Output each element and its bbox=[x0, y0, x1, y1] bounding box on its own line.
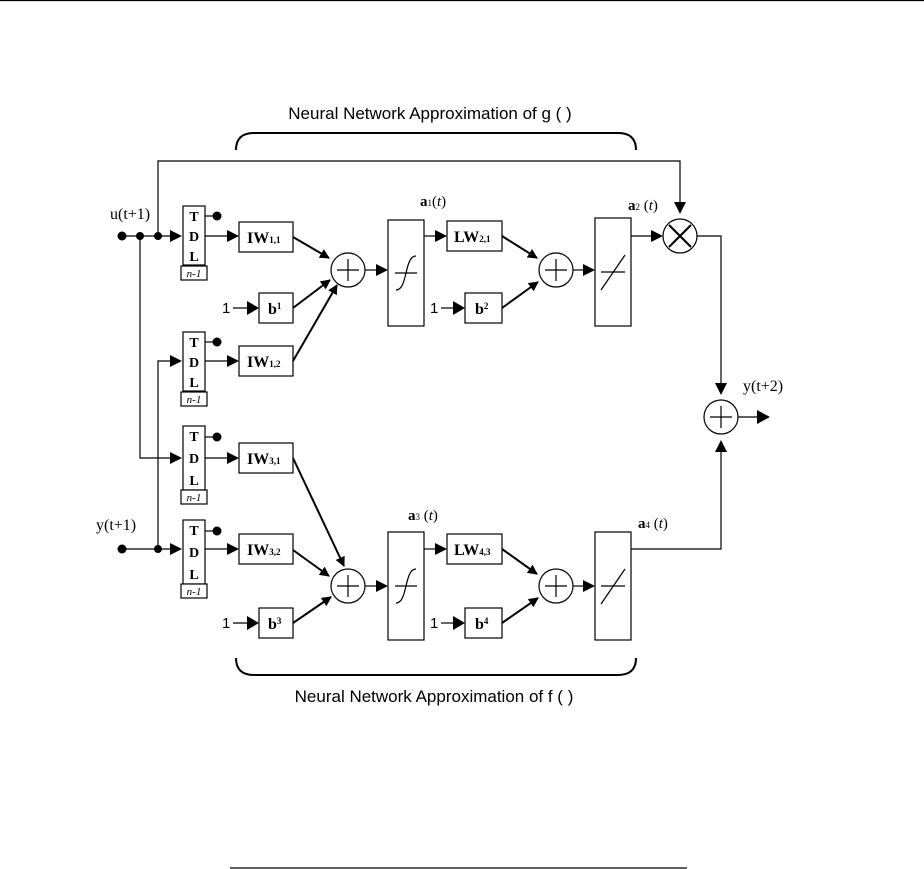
svg-text:IW3,1: IW3,1 bbox=[247, 451, 281, 468]
tdl3-arrow bbox=[170, 452, 182, 464]
svg-text:n-1: n-1 bbox=[187, 492, 202, 504]
svg-text:n-1: n-1 bbox=[187, 268, 202, 280]
svg-text:T: T bbox=[189, 430, 199, 445]
svg-text:T: T bbox=[189, 524, 199, 539]
tdl3-iw-arrow bbox=[227, 452, 239, 464]
tansig-box-3 bbox=[387, 531, 425, 641]
y-tdl-arrow bbox=[170, 543, 182, 555]
svg-text:IW1,2: IW1,2 bbox=[247, 354, 281, 371]
a4-label: a4 (t) bbox=[638, 516, 668, 532]
tdl-block-1: T D L n-1 bbox=[180, 205, 222, 281]
u-tdl-arrow bbox=[170, 230, 182, 242]
iw31-box: IW3,1 bbox=[238, 442, 294, 474]
b2-box: b2 bbox=[464, 292, 503, 324]
tdl-block-4: T D L n-1 bbox=[180, 519, 222, 599]
svg-text:D: D bbox=[189, 546, 199, 561]
brace-top bbox=[235, 132, 637, 151]
title-top: Neural Network Approximation of g ( ) bbox=[288, 104, 571, 123]
u-bypass-line bbox=[157, 160, 681, 236]
mult-top-arrow bbox=[674, 202, 686, 214]
purelin-box-4 bbox=[594, 531, 632, 641]
input-u-label: u(t+1) bbox=[110, 206, 150, 223]
a2-label: a2 (t) bbox=[628, 198, 658, 214]
bias4-one-label: 1 bbox=[430, 615, 438, 632]
svg-text:IW3,2: IW3,2 bbox=[247, 542, 281, 559]
purelin-box-2 bbox=[594, 217, 632, 327]
svg-text:LW2,1: LW2,1 bbox=[454, 229, 491, 246]
b1-box: b1 bbox=[258, 292, 294, 324]
lw21-box: LW2,1 bbox=[446, 220, 503, 252]
iw12-box: IW1,2 bbox=[238, 345, 294, 377]
svg-text:T: T bbox=[189, 210, 199, 225]
iw11-box: IW1,1 bbox=[238, 221, 294, 253]
output-label: y(t+2) bbox=[743, 378, 783, 395]
tdl2-iw-arrow bbox=[227, 355, 239, 367]
svg-text:LW4,3: LW4,3 bbox=[454, 542, 491, 559]
bias1-arrow bbox=[247, 301, 259, 315]
tdl1-iw-arrow bbox=[227, 230, 239, 242]
lw43-box: LW4,3 bbox=[446, 533, 503, 565]
tansig-box-1 bbox=[387, 219, 425, 327]
svg-text:L: L bbox=[189, 250, 198, 265]
svg-text:D: D bbox=[189, 230, 199, 245]
tdl-block-3: T D L n-1 bbox=[180, 425, 222, 505]
svg-text:L: L bbox=[189, 568, 198, 583]
bias3-arrow bbox=[247, 616, 259, 630]
svg-text:IW1,1: IW1,1 bbox=[247, 230, 281, 247]
tdl-block-2: T D L n-1 bbox=[180, 331, 222, 407]
svg-text:n-1: n-1 bbox=[187, 586, 202, 598]
bias1-one-label: 1 bbox=[222, 300, 230, 317]
input-y-label: y(t+1) bbox=[96, 517, 136, 534]
a3-label: a3 (t) bbox=[408, 508, 438, 524]
svg-text:D: D bbox=[189, 452, 199, 467]
brace-bottom bbox=[235, 657, 637, 676]
a1-label: a1(t) bbox=[420, 194, 446, 210]
y-to-tdl2-line bbox=[157, 360, 180, 549]
svg-text:L: L bbox=[189, 474, 198, 489]
y-dot bbox=[117, 544, 127, 554]
svg-text:D: D bbox=[189, 356, 199, 371]
bias2-one-label: 1 bbox=[430, 300, 438, 317]
tdl2-arrow bbox=[170, 355, 182, 367]
svg-text:L: L bbox=[189, 376, 198, 391]
u-to-tdl3-line bbox=[139, 236, 180, 459]
title-bottom: Neural Network Approximation of f ( ) bbox=[295, 687, 574, 706]
iw32-box: IW3,2 bbox=[238, 533, 294, 565]
output-arrow bbox=[757, 410, 770, 424]
b4-box: b4 bbox=[464, 607, 503, 639]
u-dot bbox=[117, 231, 127, 241]
b3-box: b3 bbox=[258, 607, 294, 639]
svg-text:T: T bbox=[189, 336, 199, 351]
svg-text:n-1: n-1 bbox=[187, 394, 202, 406]
tdl4-iw-arrow bbox=[227, 543, 239, 555]
bias3-one-label: 1 bbox=[222, 615, 230, 632]
